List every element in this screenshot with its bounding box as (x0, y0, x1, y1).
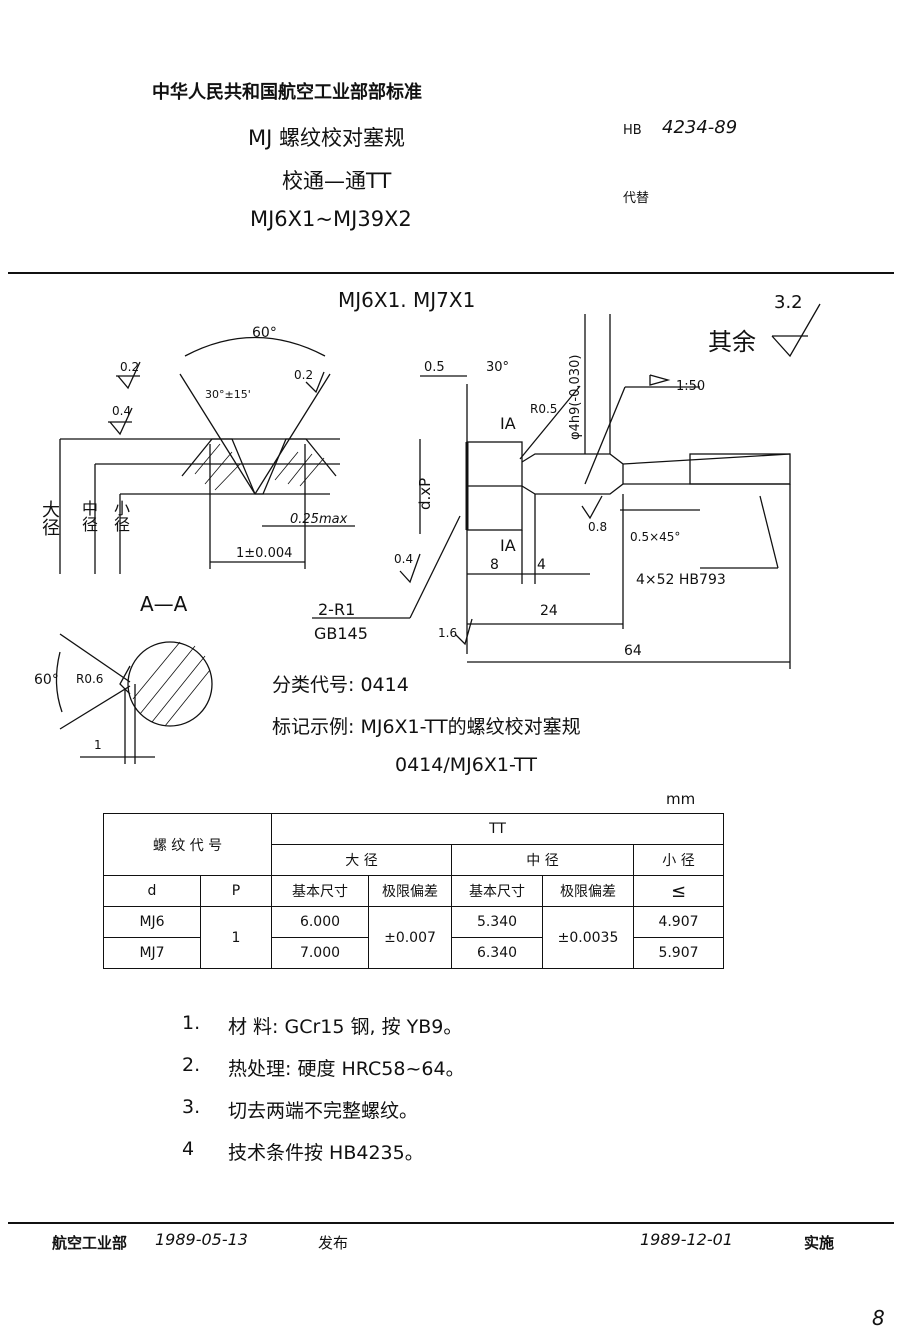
rest-label: 其余 (708, 328, 756, 356)
section-radius: R0.6 (76, 672, 104, 686)
dim-64: 64 (624, 643, 642, 659)
title-line-3: MJ6X1~MJ39X2 (250, 207, 412, 231)
dim-8: 8 (490, 557, 499, 573)
footer-rule (8, 1222, 894, 1224)
thread-angle: 60° (252, 325, 277, 341)
center-hole-standard: GB145 (314, 624, 368, 643)
issue-date: 1989-05-13 (155, 1230, 248, 1249)
thread-rough-right: 0.2 (294, 368, 314, 382)
thread-rough-small: 0.4 (112, 404, 132, 418)
header-tt: TT (271, 813, 724, 845)
dim-0-5: 0.5 (424, 360, 445, 375)
class-code: 分类代号: 0414 (272, 674, 409, 696)
section-mark-bottom: IA (500, 536, 516, 555)
taper-ratio: 1:50 (676, 379, 706, 394)
radius-0-5: R0.5 (530, 402, 558, 416)
effective-label: 实施 (804, 1234, 835, 1252)
title-line-1: MJ 螺纹校对塞规 (248, 126, 405, 150)
chamfer-0-5x45: 0.5×45° (630, 530, 681, 544)
dim-24: 24 (540, 603, 558, 619)
note-2-text: 热处理: 硬度 HRC58~64。 (228, 1058, 465, 1080)
issuer: 航空工业部 (52, 1234, 128, 1252)
header-major: 大 径 (271, 844, 452, 876)
header-pitch: 中 径 (451, 844, 634, 876)
cell-p: 1 (200, 906, 272, 969)
table-row: MJ6 1 6.000 ±0.007 5.340 ±0.0035 4.907 (103, 906, 724, 969)
note-1-text: 材 料: GCr15 钢, 按 YB9。 (228, 1016, 463, 1038)
pin-spec: 4×52 HB793 (636, 572, 726, 588)
mark-code: 0414/MJ6X1-TT (395, 754, 537, 776)
view-title: MJ6X1. MJ7X1 (338, 288, 476, 312)
cell-deviation-2: ±0.0035 (542, 906, 634, 969)
dim-diameter: φ4h9(-0.030) (568, 354, 583, 440)
note-2-num: 2. (182, 1054, 201, 1076)
cell-d: MJ6 (103, 906, 201, 938)
label-major-diameter: 大径 (39, 500, 60, 536)
rough-1-6: 1.6 (438, 626, 458, 640)
header-deviation-2: 极限偏差 (542, 875, 634, 907)
cell-basic-1: 7.000 (271, 937, 369, 969)
cell-basic-2: 5.340 (451, 906, 543, 938)
table-row: MJ7 7.000 6.340 5.907 (103, 937, 724, 969)
dim-4: 4 (537, 557, 546, 573)
cell-minor: 4.907 (633, 906, 724, 938)
header-p: P (200, 875, 272, 907)
header-rule (8, 272, 894, 274)
cell-deviation-1: ±0.007 (368, 906, 452, 969)
mark-example: 标记示例: MJ6X1-TT的螺纹校对塞规 (272, 716, 581, 738)
page-number: 8 (872, 1306, 885, 1330)
header-basic-size-1: 基本尺寸 (271, 875, 369, 907)
std-prefix: HB (623, 123, 642, 138)
label-pitch-diameter: 中径 (79, 500, 98, 532)
cell-d: MJ7 (103, 937, 201, 969)
issued-label: 发布 (318, 1234, 349, 1252)
org-standard: 中华人民共和国航空工业部部标准 (152, 82, 422, 103)
section-dim: 1 (94, 738, 102, 752)
thread-half-angle: 30°±15' (205, 388, 251, 401)
replaces-label: 代替 (623, 191, 650, 206)
cell-minor: 5.907 (633, 937, 724, 969)
cell-basic-1: 6.000 (271, 906, 369, 938)
note-3-text: 切去两端不完整螺纹。 (228, 1100, 419, 1122)
std-number: 4234-89 (662, 117, 738, 138)
rough-0-4: 0.4 (394, 552, 414, 566)
header-basic-size-2: 基本尺寸 (451, 875, 543, 907)
header-le: ≤ (633, 875, 724, 907)
section-title: A—A (140, 592, 188, 616)
center-hole-note: 2-R1 (318, 600, 356, 619)
dim-chamfer-angle: 30° (486, 360, 510, 375)
note-3-num: 3. (182, 1096, 201, 1118)
section-angle: 60° (34, 672, 59, 688)
thread-pitch-tolerance: 1±0.004 (236, 546, 293, 561)
title-line-2: 校通—通TT (282, 169, 392, 193)
rough-0-8: 0.8 (588, 520, 608, 534)
effective-date: 1989-12-01 (640, 1230, 733, 1249)
header-deviation-1: 极限偏差 (368, 875, 452, 907)
spec-table: 螺 纹 代 号 TT 大 径 中 径 小 径 d P 基本尺寸 极限偏差 基本尺… (103, 813, 724, 969)
rest-roughness: 3.2 (774, 292, 803, 313)
cell-basic-2: 6.340 (451, 937, 543, 969)
label-minor-diameter: 小径 (111, 500, 130, 532)
note-4-text: 技术条件按 HB4235。 (228, 1142, 424, 1164)
unit-label: mm (666, 790, 696, 808)
dim-dxp: d.xP (416, 477, 434, 510)
header-minor: 小 径 (633, 844, 724, 876)
thread-rough-left: 0.2 (120, 360, 140, 374)
header-d: d (103, 875, 201, 907)
technical-drawing (55, 303, 821, 764)
note-4-num: 4 (182, 1138, 195, 1160)
header-thread-code: 螺 纹 代 号 (103, 813, 272, 876)
section-mark-top: IA (500, 414, 516, 433)
note-1-num: 1. (182, 1012, 201, 1034)
thread-max-radius: 0.25max (290, 512, 348, 527)
